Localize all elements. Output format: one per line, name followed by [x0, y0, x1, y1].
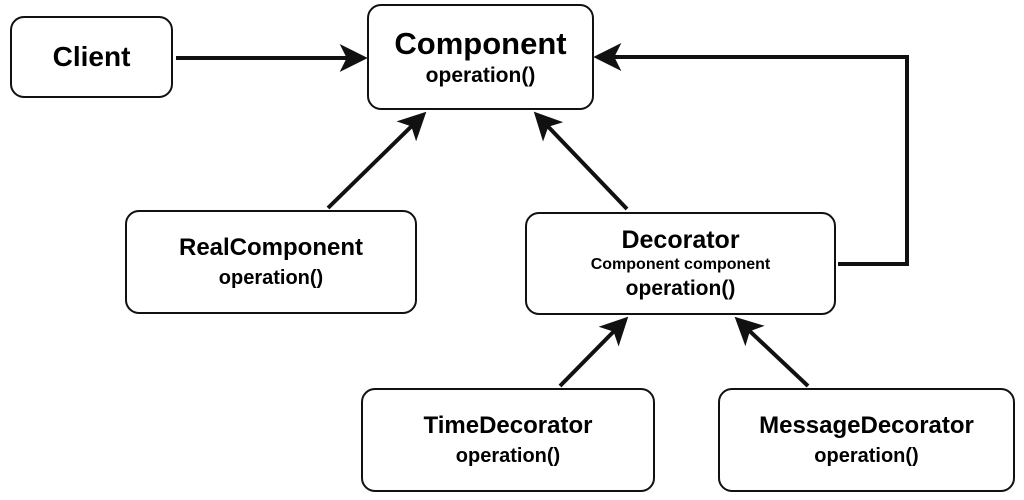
- message-decorator-title: MessageDecorator: [759, 412, 974, 440]
- decorator-method: operation(): [625, 277, 736, 301]
- time-decorator-method: operation(): [455, 444, 561, 467]
- arrow-decorator-wraps-component: [593, 43, 909, 266]
- arrow-messagedecorator-to-decorator: [734, 316, 810, 388]
- decorator-node: Decorator Component component operation(…: [525, 212, 836, 315]
- component-node: Component operation(): [367, 4, 594, 110]
- client-title: Client: [52, 40, 131, 72]
- component-title: Component: [394, 25, 567, 61]
- arrow-decorator-to-component: [533, 111, 629, 211]
- decorator-field: Component component: [590, 256, 771, 274]
- time-decorator-node: TimeDecorator operation(): [361, 388, 655, 492]
- message-decorator-node: MessageDecorator operation(): [718, 388, 1015, 492]
- real-component-method: operation(): [218, 266, 324, 289]
- decorator-title: Decorator: [621, 225, 740, 254]
- component-method: operation(): [425, 64, 536, 88]
- arrow-timedecorator-to-decorator: [558, 316, 629, 388]
- real-component-title: RealComponent: [178, 234, 363, 262]
- client-node: Client: [10, 16, 173, 98]
- time-decorator-title: TimeDecorator: [423, 412, 593, 440]
- arrow-realcomponent-to-component: [326, 111, 427, 210]
- real-component-node: RealComponent operation(): [125, 210, 417, 314]
- message-decorator-method: operation(): [814, 444, 919, 467]
